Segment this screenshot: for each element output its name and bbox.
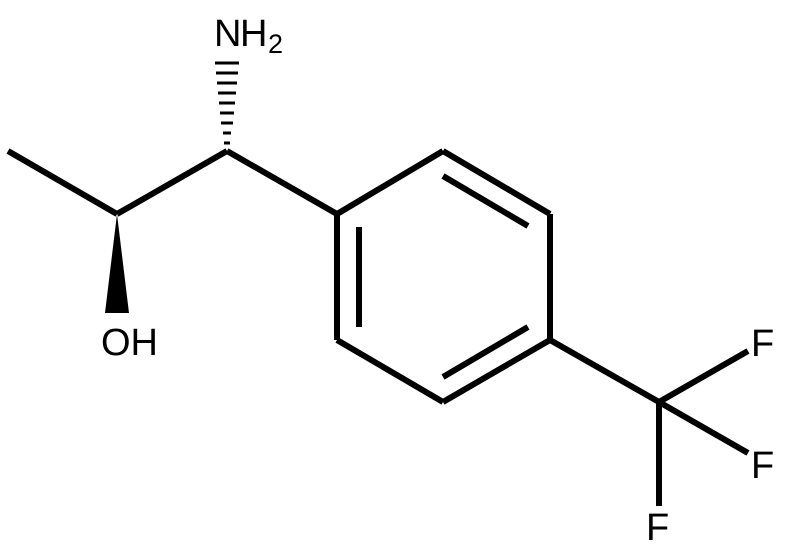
fluorine-label-right: F <box>751 445 774 487</box>
ring-double-bond-bottom <box>441 324 530 380</box>
nh2-label: N H 2 <box>214 13 283 59</box>
bond-methyl-c2 <box>6 148 119 217</box>
bond-c2-c1 <box>115 148 229 217</box>
fluorine-label-top: F <box>751 323 774 365</box>
bond-ring-cf3 <box>548 337 661 405</box>
bond-c-f2 <box>657 399 750 456</box>
oh-label: OH <box>101 322 158 364</box>
svg-text:H: H <box>240 13 267 55</box>
bond-c-f1 <box>657 348 750 405</box>
svg-text:N: N <box>214 13 241 55</box>
hashed-wedge-bond-c1-nh2 <box>215 61 239 145</box>
bond-c1-ring <box>225 148 339 217</box>
benzene-ring <box>334 148 553 405</box>
fluorine-label-bottom: F <box>646 507 669 549</box>
svg-text:2: 2 <box>268 29 283 59</box>
solid-wedge-bond-c2-oh <box>105 214 129 313</box>
ring-double-bond-top <box>441 173 530 229</box>
